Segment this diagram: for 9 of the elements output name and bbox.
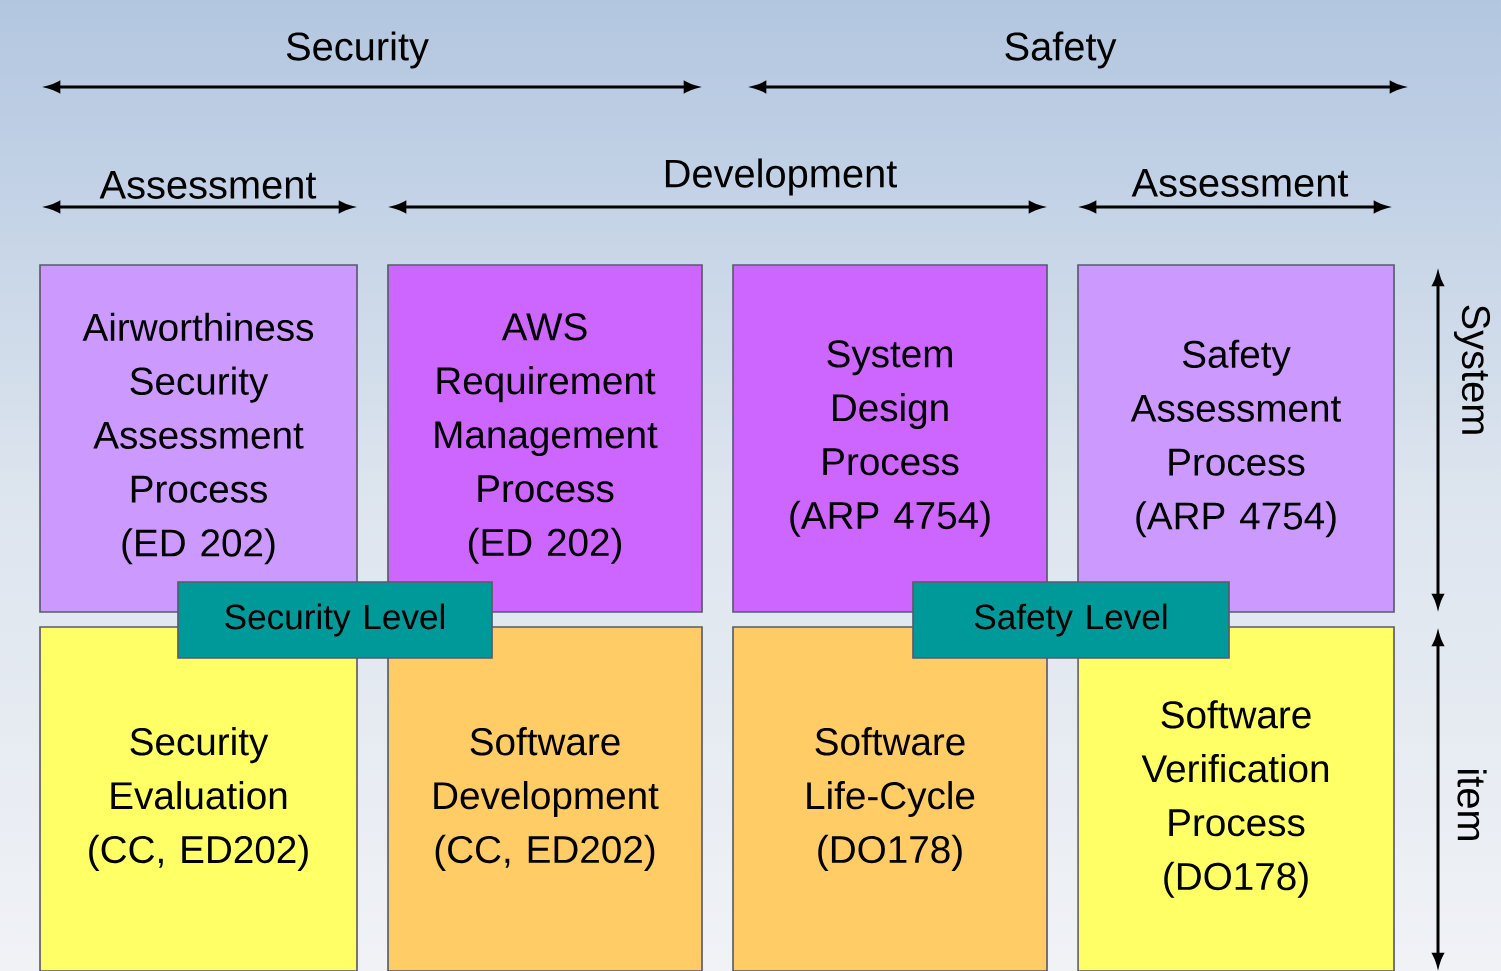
level-box: Safety Level	[912, 581, 1230, 659]
heading-label: System	[1453, 305, 1491, 434]
heading-label: Assessment	[1131, 169, 1349, 197]
heading-label: Security	[286, 31, 429, 69]
heading-label: Safety	[1005, 31, 1117, 69]
heading-label: item	[1457, 770, 1487, 840]
level-box: Security Level	[177, 581, 493, 659]
heading-label: Development	[665, 158, 897, 196]
heading-label: Assessment	[99, 171, 317, 199]
